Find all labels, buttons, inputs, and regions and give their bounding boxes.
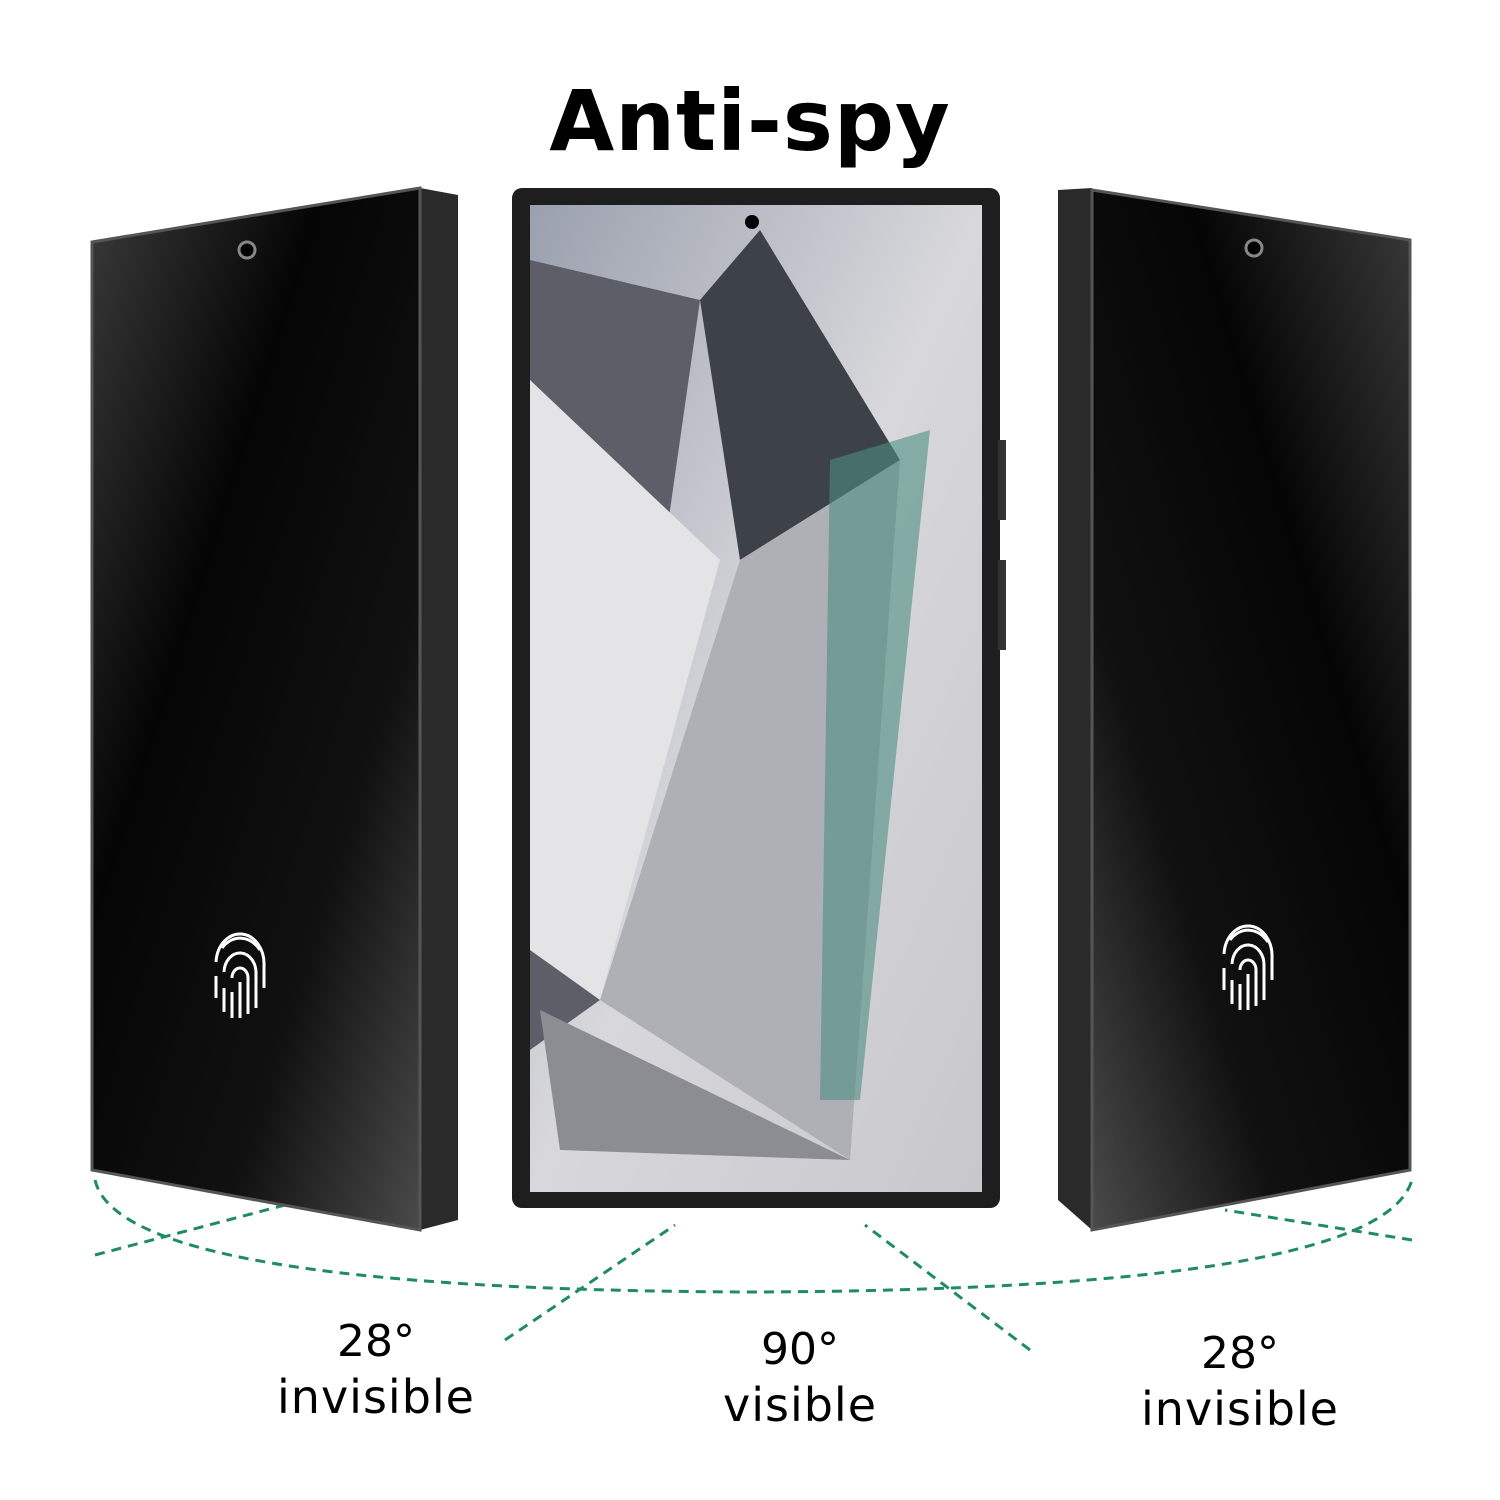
visibility-state: invisible [277,1370,475,1424]
angle-value: 28° [337,1316,415,1367]
angle-value: 28° [1201,1328,1279,1379]
camera-hole-icon [1244,238,1264,258]
visibility-state: invisible [1141,1382,1339,1436]
fingerprint-icon [1222,924,1274,1010]
camera-hole-icon [745,215,759,229]
center-view-label: 90° visible [650,1324,950,1432]
headline: Anti-spy [549,72,951,170]
left-view-label: 28° invisible [226,1316,526,1424]
fingerprint-icon [214,932,266,1018]
camera-hole-icon [237,240,257,260]
left-phone [90,186,458,1232]
right-phone [1058,188,1412,1232]
visibility-state: visible [722,1378,878,1432]
center-phone [512,188,1006,1208]
right-view-label: 28° invisible [1090,1328,1390,1436]
angle-value: 90° [761,1324,839,1375]
viewing-angle-arcs [93,1179,1414,1352]
